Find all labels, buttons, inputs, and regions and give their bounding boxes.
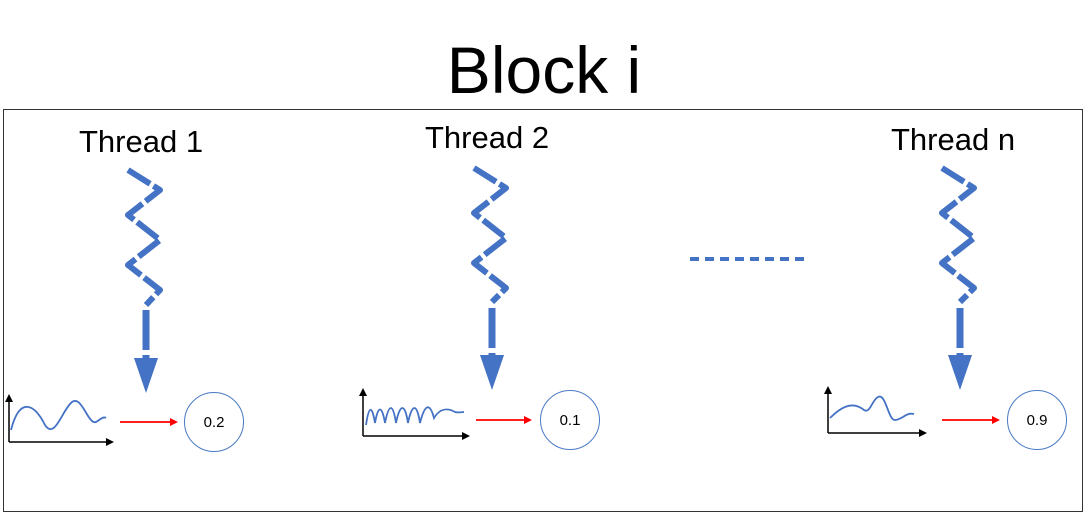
block-container bbox=[3, 109, 1083, 512]
thread-1-value: 0.2 bbox=[203, 413, 225, 431]
thread-n-value: 0.9 bbox=[1026, 411, 1048, 429]
block-title: Block i bbox=[446, 33, 642, 107]
thread-2-value-node: 0.1 bbox=[540, 390, 600, 450]
thread-n-arrow bbox=[939, 165, 977, 390]
thread-2-arrow bbox=[471, 165, 509, 390]
waveform-plot-1 bbox=[5, 394, 114, 446]
thread-1-arrow bbox=[125, 167, 163, 393]
thread-1-label: Thread 1 bbox=[79, 124, 204, 159]
thread-2-value: 0.1 bbox=[559, 411, 581, 429]
thread-2-label: Thread 2 bbox=[425, 120, 550, 155]
waveform-plot-2 bbox=[359, 388, 470, 440]
thread-n-value-node: 0.9 bbox=[1007, 390, 1067, 450]
waveform-plot-3 bbox=[824, 386, 927, 437]
thread-1-value-node: 0.2 bbox=[184, 392, 244, 452]
thread-n-label: Thread n bbox=[891, 122, 1016, 157]
